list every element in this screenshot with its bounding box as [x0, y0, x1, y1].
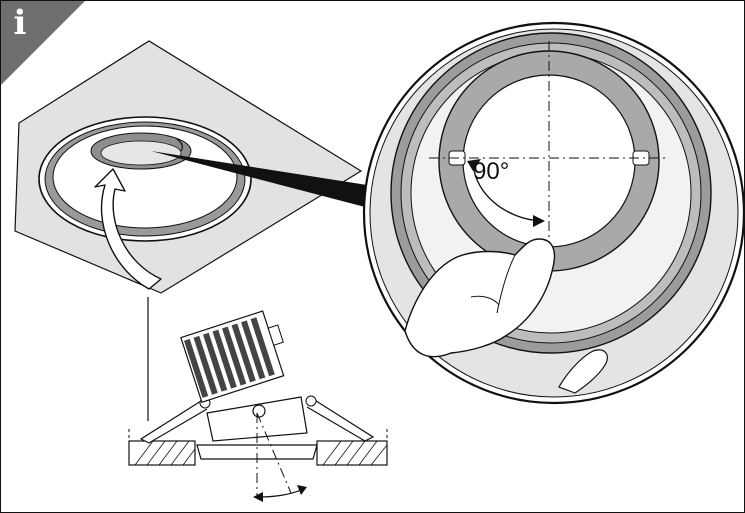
angle-label: 90° — [473, 158, 510, 185]
fixture-section-view — [128, 310, 388, 502]
zoom-connector — [151, 151, 367, 207]
info-badge-shape — [1, 1, 85, 85]
info-badge: i — [1, 1, 85, 85]
hand-icon — [404, 238, 556, 358]
ceiling-downlight — [38, 116, 252, 242]
info-icon: i — [13, 3, 27, 43]
rotation-arrow-icon — [94, 168, 162, 290]
magnified-detail — [362, 21, 744, 405]
